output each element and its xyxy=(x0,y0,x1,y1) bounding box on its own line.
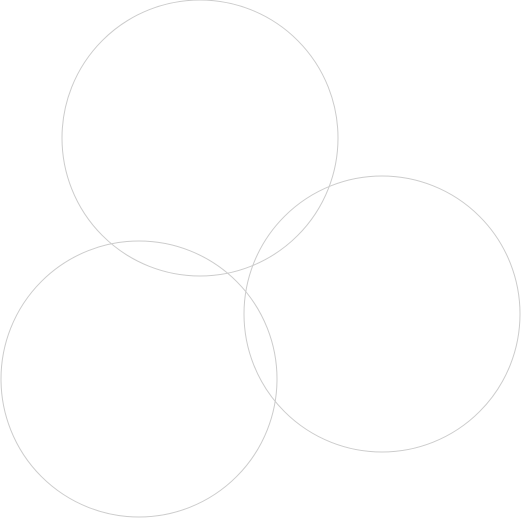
circle-top xyxy=(61,0,339,277)
circle-bottom-left xyxy=(0,240,278,518)
circle-right xyxy=(243,175,521,453)
